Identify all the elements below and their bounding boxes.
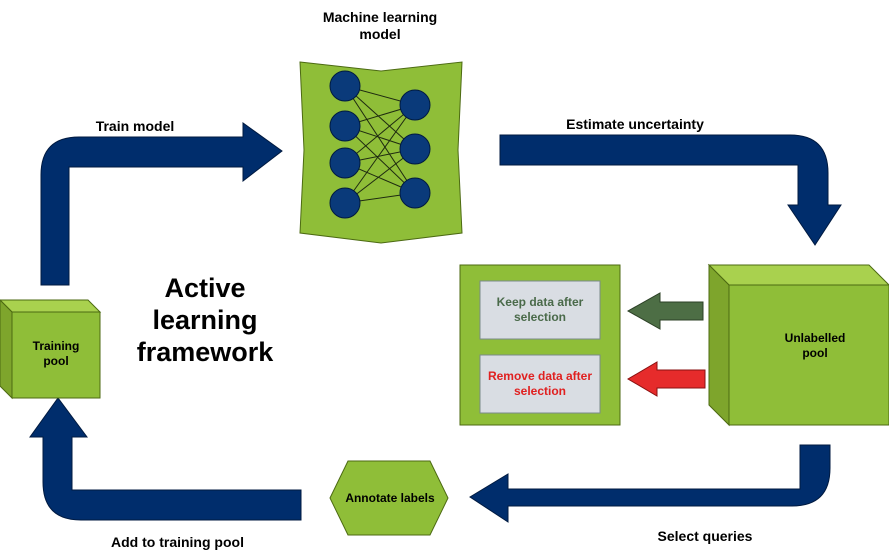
output-neuron: [399, 89, 431, 121]
input-neuron: [329, 147, 361, 179]
output-neuron: [399, 177, 431, 209]
keep-data-label: Keep data after selection: [496, 295, 584, 324]
keep-arrow: [626, 292, 704, 330]
input-neuron: [329, 70, 361, 102]
nn-input-layer: [329, 70, 361, 219]
training-pool-label: Training pool: [32, 339, 80, 368]
unlabelled-pool-cube: [707, 263, 889, 427]
estimate-uncertainty-label: Estimate uncertainty: [566, 116, 704, 132]
input-neuron: [329, 187, 361, 219]
select-queries-label: Select queries: [657, 528, 753, 544]
ml-model-label: Machine learning model: [322, 9, 438, 42]
output-neuron: [399, 133, 431, 165]
remove-data-label: Remove data after selection: [487, 369, 593, 398]
add-to-training-pool-arrow: [29, 397, 302, 521]
framework-title: Active learning framework: [136, 273, 274, 367]
keep-data-box: [479, 280, 601, 340]
train-model-arrow: [40, 122, 283, 286]
select-queries-arrow: [469, 444, 831, 523]
unlabelled-pool-label: Unlabelled pool: [784, 331, 846, 360]
input-neuron: [329, 110, 361, 142]
remove-arrow: [627, 361, 706, 397]
nn-output-layer: [399, 89, 431, 209]
annotate-labels-hexagon: [329, 460, 449, 536]
add-to-training-pool-label: Add to training pool: [111, 534, 244, 550]
estimate-uncertainty-arrow: [499, 134, 842, 246]
remove-data-box: [479, 354, 601, 414]
training-pool-cube: [0, 299, 102, 400]
train-model-label: Train model: [95, 118, 175, 134]
annotate-labels-label: Annotate labels: [345, 490, 435, 505]
